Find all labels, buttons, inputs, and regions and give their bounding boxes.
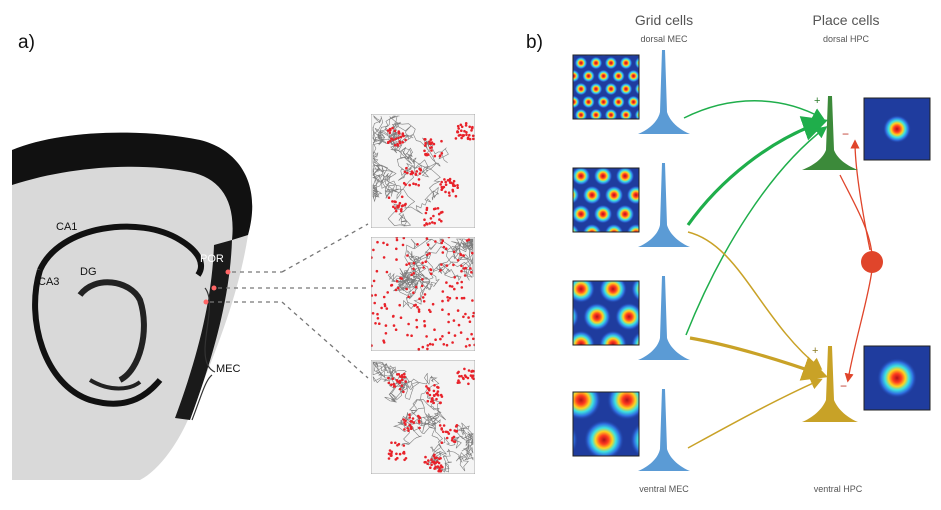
region-ca3-label: CA3	[38, 276, 59, 288]
interneuron	[861, 251, 883, 273]
place-cells-subtitle: dorsal HPC	[823, 34, 870, 44]
grid-cells-title: Grid cells	[635, 12, 693, 28]
grid-map-1-frame	[572, 54, 640, 120]
grid-neuron-2	[638, 163, 690, 247]
region-ca1-label: CA1	[56, 221, 77, 233]
ventral-hpc-label: ventral HPC	[814, 484, 863, 494]
grid-map-4-frame	[572, 391, 640, 457]
arrow-g2-dorsal	[686, 116, 829, 226]
dorsal-minus-sign: −	[842, 127, 849, 141]
ventral-minus-sign: −	[840, 379, 847, 393]
dorsal-place-neuron	[802, 96, 858, 170]
grid-map-3	[573, 281, 639, 345]
place-cells-title: Place cells	[813, 12, 880, 28]
grid-map-4	[573, 392, 639, 456]
grid-map-1	[573, 55, 639, 119]
place-field-map-ventral-frame	[863, 345, 931, 411]
grid-neurons	[638, 50, 690, 471]
recording-site-1	[225, 269, 231, 275]
grid-map-2-frame	[572, 167, 640, 233]
ventral-place-neuron	[802, 346, 858, 422]
grid-neuron-1	[638, 50, 690, 134]
arrow-g4-ventral	[687, 378, 823, 449]
arrow-g1-dorsal	[683, 100, 825, 120]
ventral-mec-label: ventral MEC	[639, 484, 689, 494]
arrow-g2-ventral	[687, 231, 823, 370]
grid-neuron-3	[638, 276, 690, 360]
grid-map-3-frame	[572, 280, 640, 346]
trajectory-plot-dorsal	[371, 114, 475, 228]
projection-arrows	[683, 100, 873, 449]
connector-lines	[210, 223, 369, 379]
recording-site-3	[203, 299, 209, 305]
grid-neuron-4	[638, 389, 690, 471]
brain-section: CA1 CA3 DG POR MEC	[12, 132, 253, 480]
recording-site-2	[211, 285, 217, 291]
region-mec-label: MEC	[216, 363, 241, 375]
place-field-map-dorsal	[864, 98, 930, 160]
mec-bracket	[191, 287, 216, 421]
trajectory-plot-ventral	[371, 360, 475, 474]
place-field-map-dorsal-frame	[863, 97, 931, 161]
place-field-map-ventral	[864, 346, 930, 410]
region-por-label: POR	[200, 253, 224, 265]
panel-b-label: b)	[526, 32, 543, 53]
region-dg-label: DG	[80, 266, 97, 278]
arrow-interneuron-to-dorsal	[850, 139, 871, 251]
arrow-g3-ventral	[689, 336, 829, 381]
ventral-plus-sign: +	[812, 345, 818, 357]
arrow-g3-dorsal	[685, 126, 828, 336]
arrow-interneuron-to-ventral	[844, 269, 873, 383]
panel-a-label: a)	[18, 32, 35, 53]
dorsal-plus-sign: +	[814, 95, 820, 107]
grid-map-2	[573, 168, 639, 232]
grid-cells-subtitle: dorsal MEC	[640, 34, 688, 44]
arrow-dorsal-to-interneuron	[839, 174, 873, 256]
trajectory-plot-middle	[371, 237, 475, 351]
